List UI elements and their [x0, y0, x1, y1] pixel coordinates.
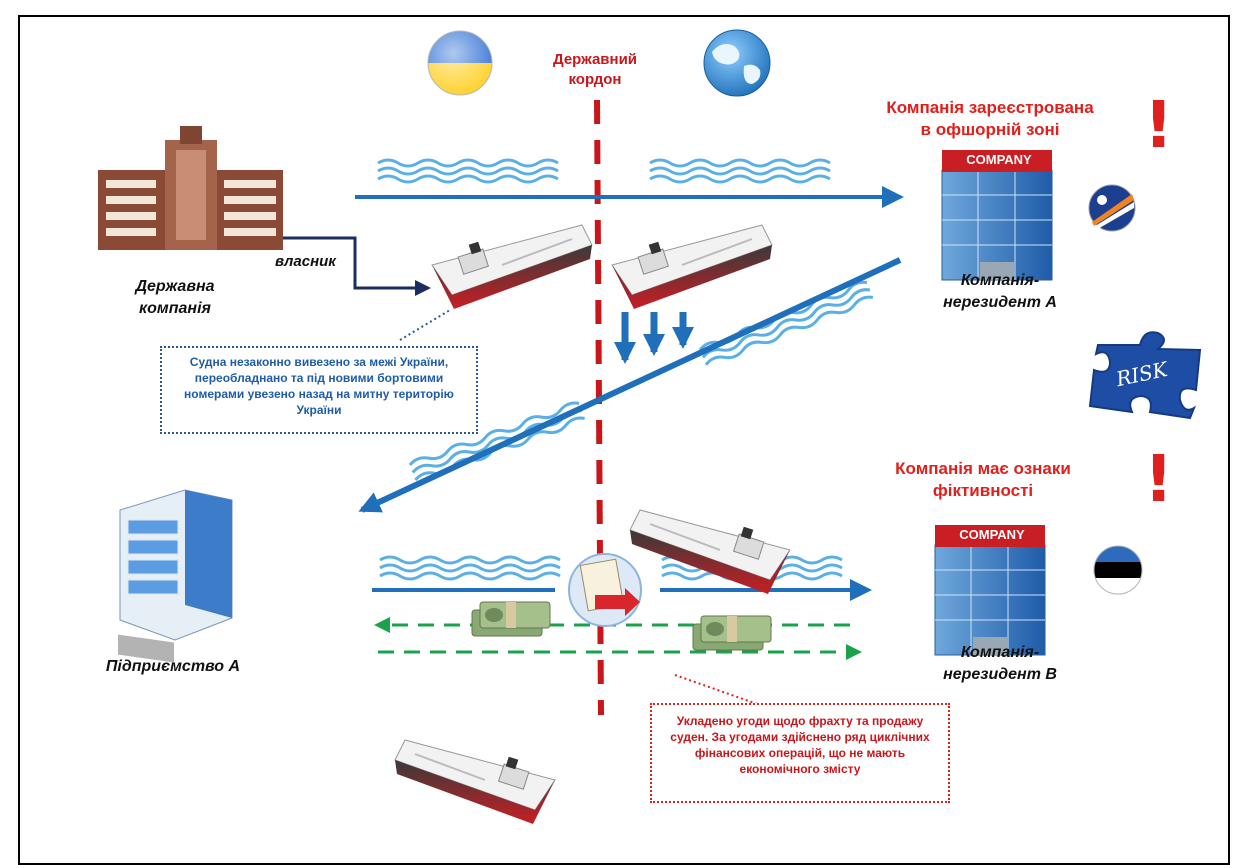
nonresident-b-label: Компанія- нерезидент В	[943, 644, 1057, 683]
owner-label: власник	[275, 253, 336, 270]
contract-document-icon	[568, 553, 642, 627]
company-sign: COMPANY	[966, 152, 1032, 167]
exclamation-icon: !	[1144, 443, 1174, 517]
ukraine-flag-icon	[427, 30, 493, 96]
flow-arrow-to-enterprise-a	[358, 257, 902, 513]
ship-icon	[629, 509, 791, 595]
money-icon	[692, 615, 772, 651]
company-building-icon	[941, 149, 1053, 281]
exclamation-icon: !	[1144, 89, 1174, 163]
money-icon	[471, 601, 551, 637]
ships-callout: Судна незаконно вивезено за межі України…	[160, 346, 478, 434]
fictitious-warning-label: Компанія має ознаки фіктивності	[895, 459, 1071, 500]
ship-icon	[611, 224, 773, 310]
marshall-islands-flag-icon	[1088, 184, 1136, 232]
state-border-label: Державний кордон	[552, 51, 638, 88]
wave	[376, 158, 560, 184]
state-company-label: Державна компанія	[135, 278, 215, 317]
offshore-warning-label: Компанія зареєстрована в офшорній зоні	[886, 98, 1094, 139]
wave	[697, 278, 876, 370]
wave	[378, 555, 562, 581]
world-globe-icon	[703, 29, 771, 97]
deals-callout: Укладено угоди щодо фрахту та продажу су…	[650, 703, 950, 803]
estonia-flag-icon	[1093, 545, 1143, 595]
risk-puzzle-icon	[1088, 331, 1202, 420]
wave	[648, 158, 832, 184]
enterprise-a-label: Підприємство А	[105, 658, 241, 675]
nonresident-a-label: Компанія- нерезидент А	[943, 272, 1057, 311]
ship-icon	[394, 739, 556, 825]
owner-arrow	[280, 236, 431, 296]
company-building-icon	[934, 524, 1046, 656]
ship-icon	[431, 224, 593, 310]
enterprise-a-building-icon	[118, 489, 233, 663]
state-border-line	[594, 99, 604, 716]
company-sign: COMPANY	[959, 527, 1025, 542]
callout-pointer	[674, 674, 761, 706]
callout-pointer	[399, 309, 451, 341]
state-company-building-icon	[98, 126, 283, 250]
